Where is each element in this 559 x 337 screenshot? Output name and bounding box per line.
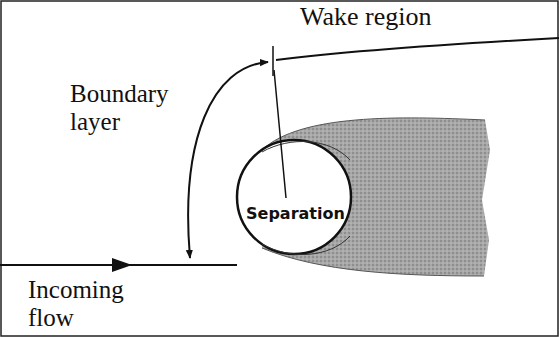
cylinder	[237, 140, 351, 254]
incoming-flow-label: Incoming flow	[28, 276, 153, 332]
separated-layer-bottom	[262, 236, 350, 254]
separation-label: Separation	[246, 204, 376, 223]
boundary-layer-label: Boundary layer	[70, 80, 182, 136]
separation-leader	[274, 70, 286, 198]
separated-layer-top	[262, 142, 350, 160]
boundary-layer-arc	[188, 62, 268, 258]
wake-region-label: Wake region	[300, 2, 550, 32]
wake-boundary-line	[276, 38, 559, 60]
flow-arrowhead	[112, 258, 132, 272]
